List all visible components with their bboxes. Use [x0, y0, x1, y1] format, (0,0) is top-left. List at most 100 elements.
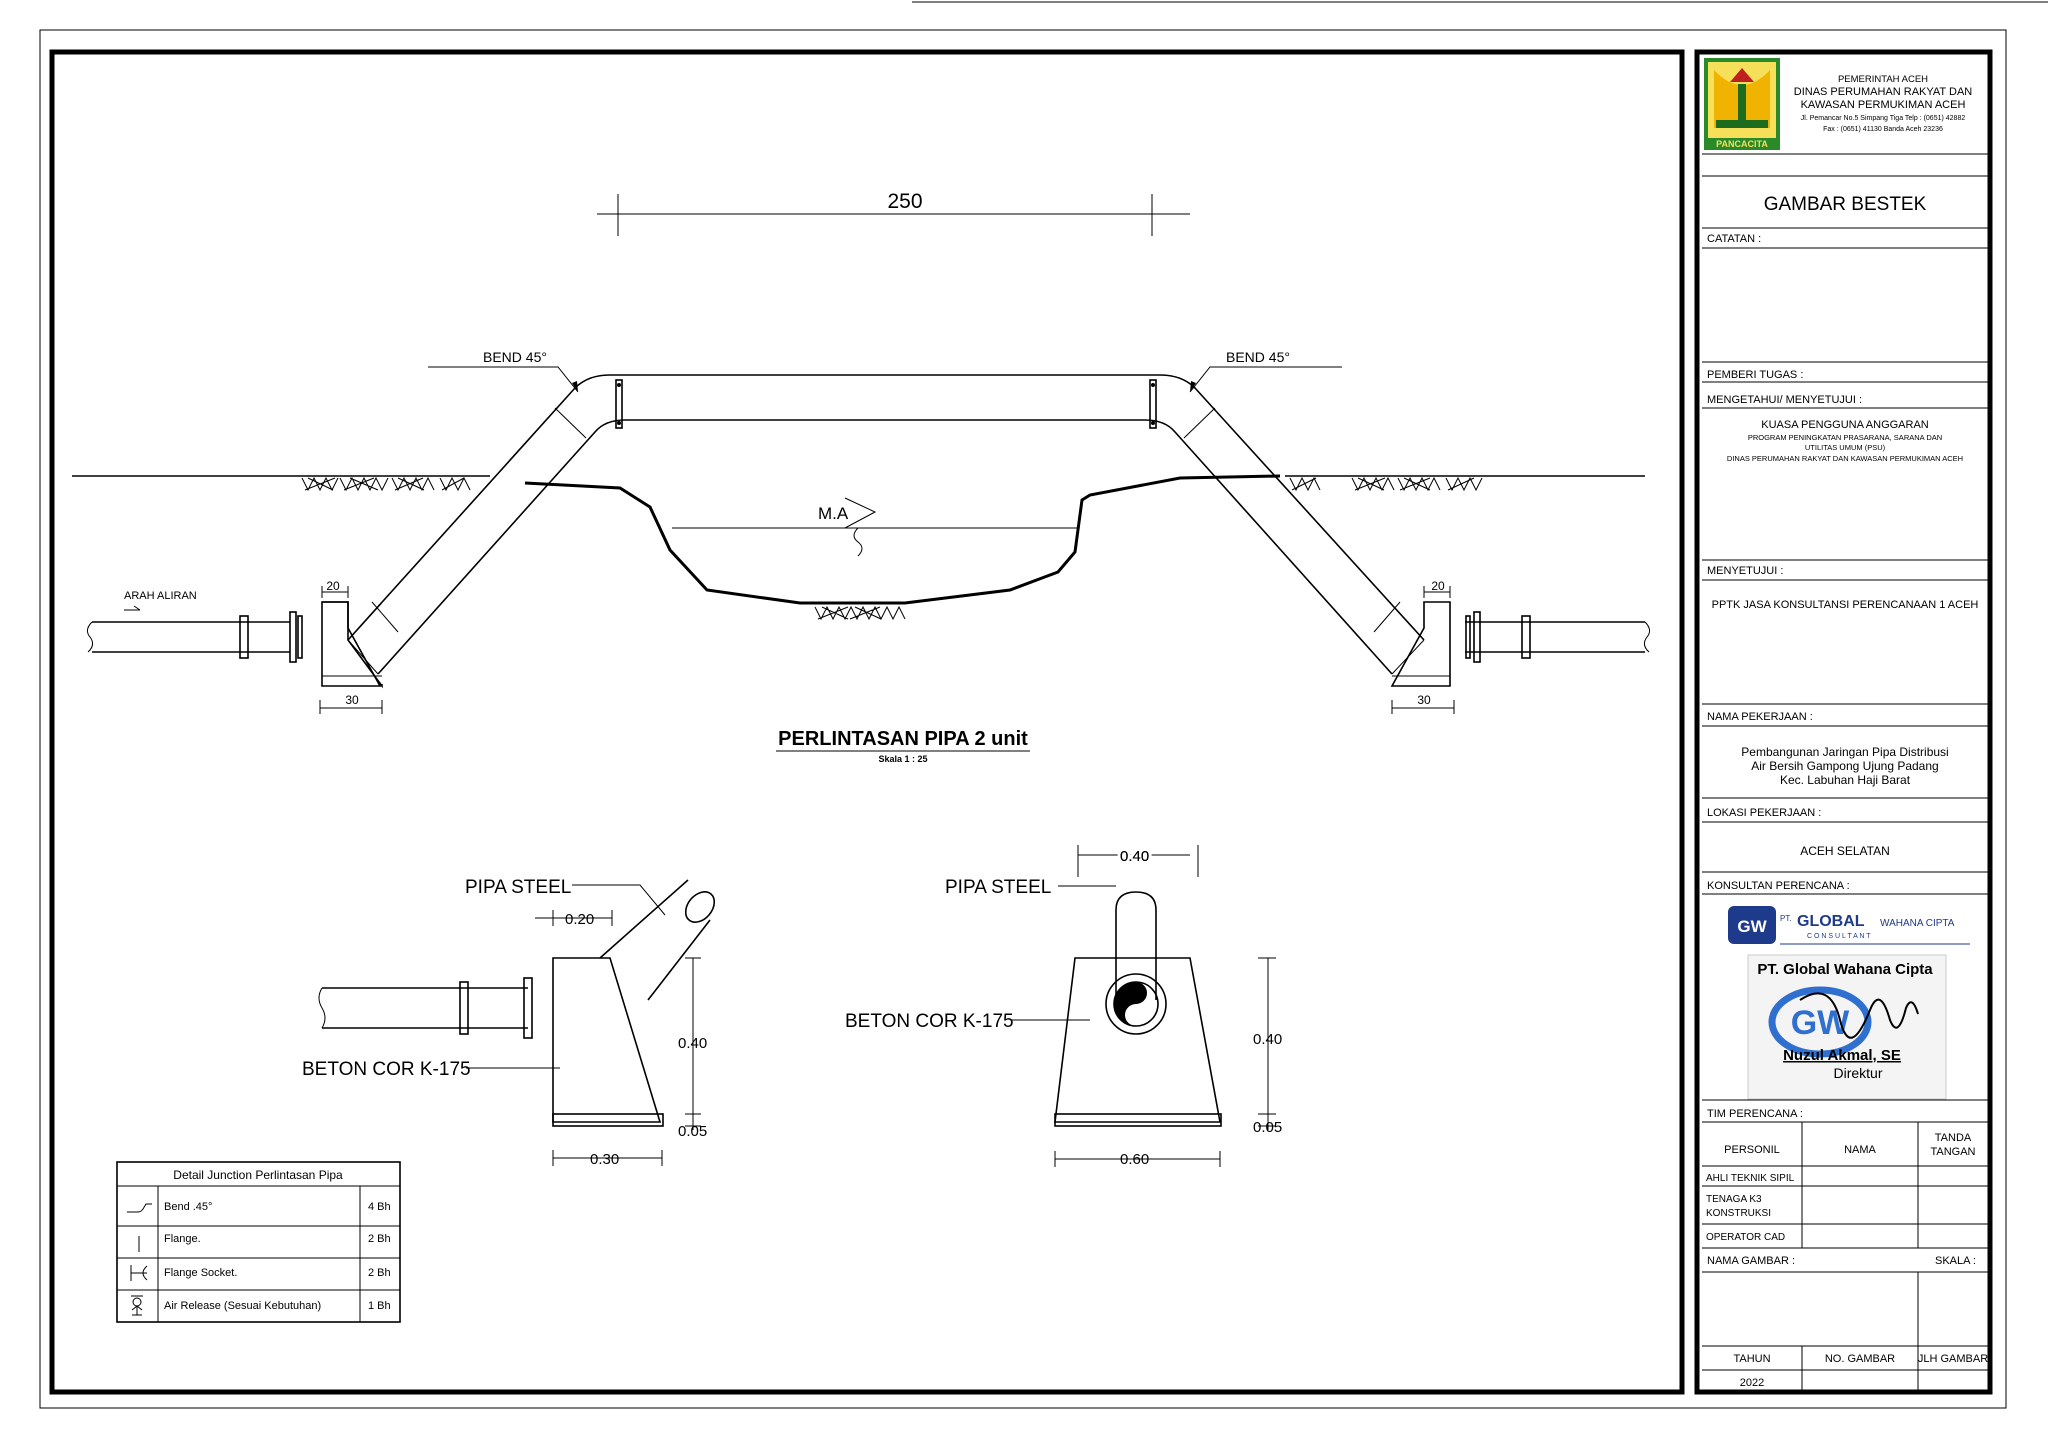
legend-item-2: Flange. [164, 1233, 201, 1245]
org-line1: PEMERINTAH ACEH [1838, 74, 1928, 85]
acknowledge-label: MENGETAHUI/ MENYETUJUI : [1707, 394, 1862, 406]
legend-item-3: Flange Socket. [164, 1267, 237, 1279]
director-name: Nuzul Akmal, SE [1783, 1047, 1901, 1064]
bend-right-label: BEND 45° [1226, 349, 1290, 365]
count-label: JLH GAMBAR [1918, 1353, 1988, 1365]
year-value: 2022 [1740, 1377, 1764, 1389]
flow-direction-label: ARAH ALIRAN [124, 590, 197, 602]
title-block: PANCACITA PEMERINTAH ACEH DINAS PERUMAHA… [1702, 58, 1988, 1392]
detail-left-dim-base: 0.05 [678, 1123, 707, 1140]
detail-right-dim-width: 0.60 [1120, 1151, 1149, 1168]
bend-left-label: BEND 45° [483, 349, 547, 365]
role-2a: TENAGA K3 [1706, 1194, 1762, 1205]
air-release-icon [131, 1295, 143, 1316]
org-address1: Jl. Pemancar No.5 Simpang Tiga Telp : (0… [1801, 115, 1966, 122]
legend-title: Detail Junction Perlintasan Pipa [173, 1168, 343, 1182]
consultant-logo-mark: GW [1737, 917, 1767, 936]
thrust-block-left: 20 30 [319, 579, 383, 714]
dimension-250-label: 250 [887, 190, 922, 213]
consultant-logo: GW PT. GLOBAL WAHANA CIPTA C O N S U L T… [1728, 906, 1970, 945]
river-channel [524, 474, 1281, 605]
logo-text: PANCACITA [1716, 139, 1768, 149]
dimension-250: 250 [597, 190, 1190, 236]
bend-callout-left: BEND 45° [428, 349, 579, 393]
river-bed-hatch [814, 605, 906, 621]
consultant-logo-name: GLOBAL [1797, 913, 1865, 930]
pipe-inlet-left [86, 611, 303, 663]
kpa-line2: UTILITAS UMUM (PSU) [1805, 443, 1886, 452]
number-label: NO. GAMBAR [1825, 1353, 1895, 1365]
detail-thrust-block-side: PIPA STEEL BETON COR K-175 0.20 0.40 0.0… [302, 877, 716, 1168]
year-label: TAHUN [1733, 1353, 1770, 1365]
consultant-logo-pt: PT. [1780, 914, 1792, 923]
kpa-line3: DINAS PERUMAHAN RAKYAT DAN KAWASAN PERMU… [1727, 454, 1963, 463]
job-line1: Pembangunan Jaringan Pipa Distribusi [1741, 745, 1948, 759]
detail-right-dim-top-bg: 0.40 [1120, 848, 1149, 865]
aceh-logo: PANCACITA [1704, 58, 1780, 150]
pptk: PPTK JASA KONSULTANSI PERENCANAAN 1 ACEH [1712, 599, 1979, 611]
drawing-name-label: NAMA GAMBAR : [1707, 1255, 1795, 1267]
consultant-label: KONSULTAN PERENCANA : [1707, 880, 1850, 892]
bend-45-icon [127, 1203, 152, 1213]
flange-socket-icon [130, 1265, 148, 1281]
team-label: TIM PERENCANA : [1707, 1108, 1803, 1120]
location-label: LOKASI PEKERJAAN : [1707, 807, 1821, 819]
sheet-border [39, 1, 2048, 1409]
job-line3: Kec. Labuhan Haji Barat [1780, 773, 1911, 787]
detail-left-dim-width: 0.30 [590, 1151, 619, 1168]
water-level-marker [844, 497, 877, 557]
detail-right-dim-top: 0.40 [1120, 848, 1149, 865]
drawing-scale: Skala 1 : 25 [878, 754, 927, 764]
legend-qty-1: 4 Bh [368, 1201, 391, 1213]
consultant-logo-sub: C O N S U L T A N T [1807, 933, 1871, 940]
detail-left-dim-height: 0.40 [678, 1035, 707, 1052]
col-sign2: TANGAN [1930, 1146, 1975, 1158]
kpa-line1: PROGRAM PENINGKATAN PRASARANA, SARANA DA… [1748, 433, 1942, 442]
dim-30-right: 30 [1417, 693, 1431, 707]
detail-right-concrete-label: BETON COR K-175 [845, 1011, 1014, 1032]
legend-table: Detail Junction Perlintasan Pipa Bend .4… [116, 1161, 401, 1323]
detail-left-pipe-label: PIPA STEEL [465, 877, 571, 898]
col-name: NAMA [1844, 1144, 1876, 1156]
detail-right-pipe-label: PIPA STEEL [945, 877, 1051, 898]
dim-20-right: 20 [1431, 579, 1445, 593]
water-level-label: M.A [818, 504, 849, 523]
org-line3: KAWASAN PERMUKIMAN ACEH [1801, 99, 1966, 111]
approve-label: MENYETUJUI : [1707, 565, 1783, 577]
detail-left-dim-top: 0.20 [565, 911, 594, 928]
drawing-type: GAMBAR BESTEK [1764, 194, 1927, 215]
pipe-crossing-elevation: 250 M.A [72, 190, 1651, 764]
col-personnel: PERSONIL [1724, 1144, 1780, 1156]
detail-thrust-block-front: PIPA STEEL BETON COR K-175 0.40 0.40 0.4… [845, 845, 1282, 1168]
location: ACEH SELATAN [1800, 844, 1890, 858]
pipe-outlet-right [1465, 611, 1651, 663]
legend-qty-3: 2 Bh [368, 1267, 391, 1279]
kpa-title: KUASA PENGGUNA ANGGARAN [1761, 419, 1929, 431]
notes-label: CATATAN : [1707, 233, 1761, 245]
soil-hatch-left [301, 476, 471, 492]
drawing-title: PERLINTASAN PIPA 2 unit [778, 728, 1028, 750]
col-sign1: TANDA [1935, 1132, 1972, 1144]
dim-30-left: 30 [345, 693, 359, 707]
org-line2: DINAS PERUMAHAN RAKYAT DAN [1794, 86, 1973, 98]
role-2b: KONSTRUKSI [1706, 1208, 1771, 1219]
scale-label: SKALA : [1935, 1255, 1976, 1267]
org-address2: Fax : (0651) 41130 Banda Aceh 23236 [1823, 126, 1943, 133]
soil-hatch-right [1289, 476, 1483, 492]
consultant-stamp: PT. Global Wahana Cipta GW Nuzul Akmal, … [1747, 954, 1947, 1100]
detail-left-concrete-label: BETON COR K-175 [302, 1059, 471, 1080]
dim-20-left: 20 [326, 579, 340, 593]
legend-item-4: Air Release (Sesuai Kebutuhan) [164, 1300, 321, 1312]
signature [1799, 992, 1919, 1039]
thrust-block-right: 20 30 [1390, 579, 1455, 714]
flow-direction: ARAH ALIRAN [124, 590, 197, 611]
pipe-crossing-bridge [347, 374, 1425, 675]
legend-qty-4: 1 Bh [368, 1300, 391, 1312]
detail-right-dim-base: 0.05 [1253, 1119, 1282, 1136]
stamp-company: PT. Global Wahana Cipta [1757, 961, 1933, 978]
detail-right-dim-height: 0.40 [1253, 1031, 1282, 1048]
consultant-logo-suffix: WAHANA CIPTA [1880, 918, 1955, 929]
assigner-label: PEMBERI TUGAS : [1707, 369, 1803, 381]
legend-item-1: Bend .45° [164, 1201, 212, 1213]
